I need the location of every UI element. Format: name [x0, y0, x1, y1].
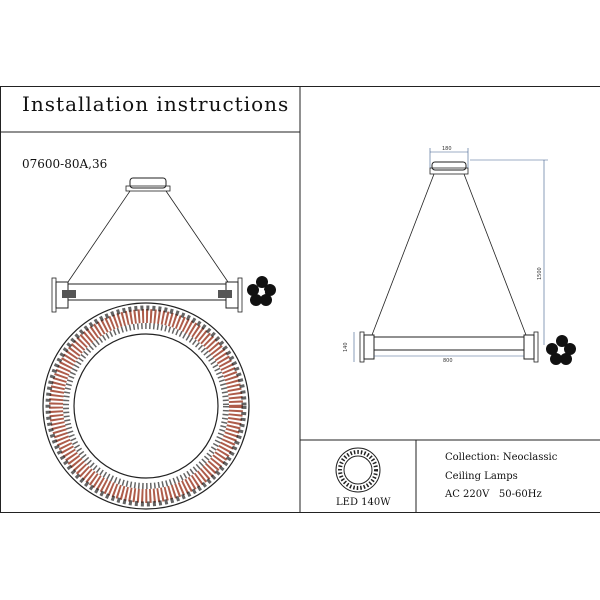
spec-category: Ceiling Lamps [445, 471, 518, 482]
dimension-lines [353, 148, 548, 362]
cable-left [67, 190, 131, 283]
model-number: 07600-80A,36 [22, 157, 108, 171]
ring-top-view [42, 302, 250, 510]
left-side-view [51, 177, 243, 313]
flower-icon-right [546, 335, 576, 365]
page-title: Installation instructions [22, 92, 290, 116]
canopy [129, 177, 167, 189]
power-rating: LED 140W [336, 497, 391, 508]
dim-ring-diameter: 800 [443, 358, 453, 364]
flower-icon [247, 276, 276, 306]
dim-bar-height: 140 [343, 342, 349, 352]
dim-canopy-width: 180 [442, 146, 452, 152]
ring-icon [335, 447, 381, 493]
dim-cable-drop: 1500 [537, 267, 543, 280]
canopy-right [431, 161, 467, 171]
right-side-view [359, 161, 539, 363]
cable-right [165, 190, 229, 283]
spec-voltage: AC 220V 50-60Hz [445, 489, 542, 500]
spec-collection: Collection: Neoclassic [445, 452, 558, 463]
